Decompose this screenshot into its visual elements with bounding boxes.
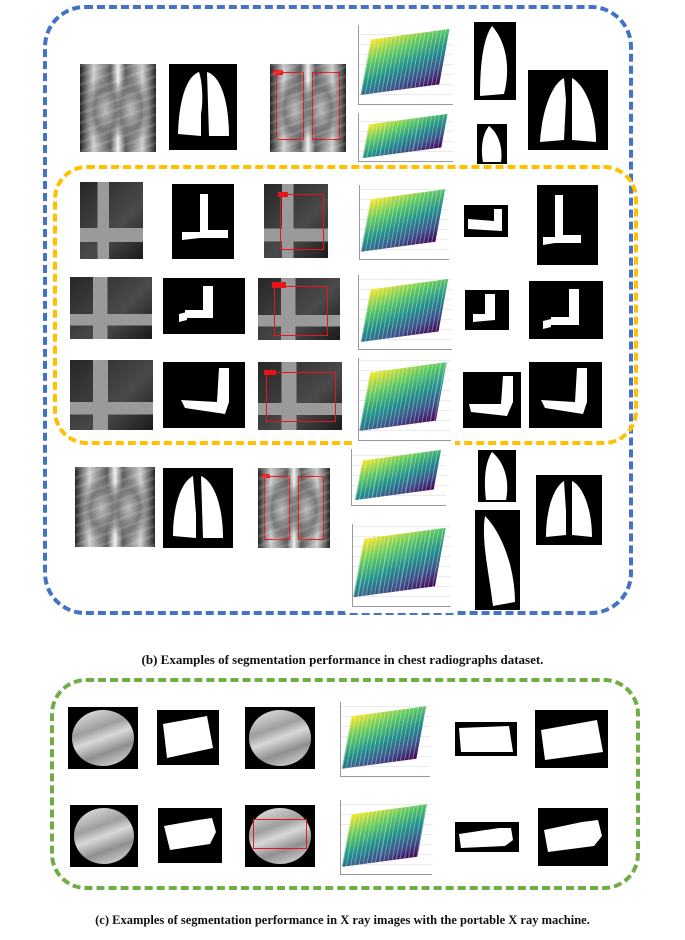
bbox-overlay-image <box>258 362 342 430</box>
elbow-mask-image <box>163 362 245 428</box>
bbox-overlay-image <box>258 468 330 548</box>
lung-segment-crop <box>478 450 516 502</box>
bbox-overlay-image <box>270 64 346 152</box>
portable-segment-crop <box>455 722 517 756</box>
portable-mask-image <box>158 808 222 863</box>
lung-segment-crop <box>477 124 507 164</box>
bbox-overlay-image <box>245 805 315 867</box>
elbow-mask-image <box>529 362 602 428</box>
elbow-dataset-frame <box>53 165 638 445</box>
surface-plot-3d <box>345 445 450 510</box>
elbow-segment-crop <box>463 372 521 428</box>
elbow-segment-crop <box>464 205 508 237</box>
surface-plot-3d <box>352 270 456 355</box>
portable-xray-image <box>68 707 138 769</box>
surface-plot-3d <box>352 110 457 165</box>
elbow-mask-image <box>172 184 234 259</box>
elbow-xray-image <box>70 277 152 339</box>
surface-plot-3d <box>345 518 455 613</box>
elbow-xray-image <box>80 182 143 259</box>
elbow-mask-image <box>163 278 245 334</box>
portable-mask-image <box>538 808 608 866</box>
elbow-mask-image <box>529 281 603 339</box>
elbow-segment-crop <box>465 290 509 330</box>
chest-xray-image <box>80 64 156 152</box>
surface-plot-3d <box>353 180 453 265</box>
surface-plot-3d <box>334 795 436 880</box>
bbox-overlay-image <box>258 278 340 340</box>
portable-xray-frame <box>50 678 640 890</box>
figure-caption-c: (c) Examples of segmentation performance… <box>95 913 590 927</box>
lung-segment-crop <box>475 510 520 610</box>
portable-mask-image <box>157 710 219 765</box>
surface-plot-3d <box>352 20 457 110</box>
surface-plot-3d <box>352 352 455 447</box>
surface-plot-3d <box>334 697 434 782</box>
lung-mask-image <box>169 64 237 150</box>
bbox-overlay-image <box>245 707 315 769</box>
bbox-overlay-image <box>264 184 328 258</box>
portable-xray-image <box>70 805 138 867</box>
chest-xray-image <box>75 467 155 547</box>
elbow-xray-image <box>70 360 153 430</box>
chest-dataset-frame <box>43 5 633 615</box>
lung-mask-image <box>536 475 602 545</box>
elbow-mask-image <box>537 185 598 265</box>
lung-mask-image <box>528 70 608 150</box>
lung-segment-crop <box>474 22 516 100</box>
figure-caption-b: (b) Examples of segmentation performance… <box>141 652 544 667</box>
lung-mask-image <box>163 468 233 548</box>
portable-mask-image <box>535 710 608 768</box>
portable-segment-crop <box>455 822 519 852</box>
